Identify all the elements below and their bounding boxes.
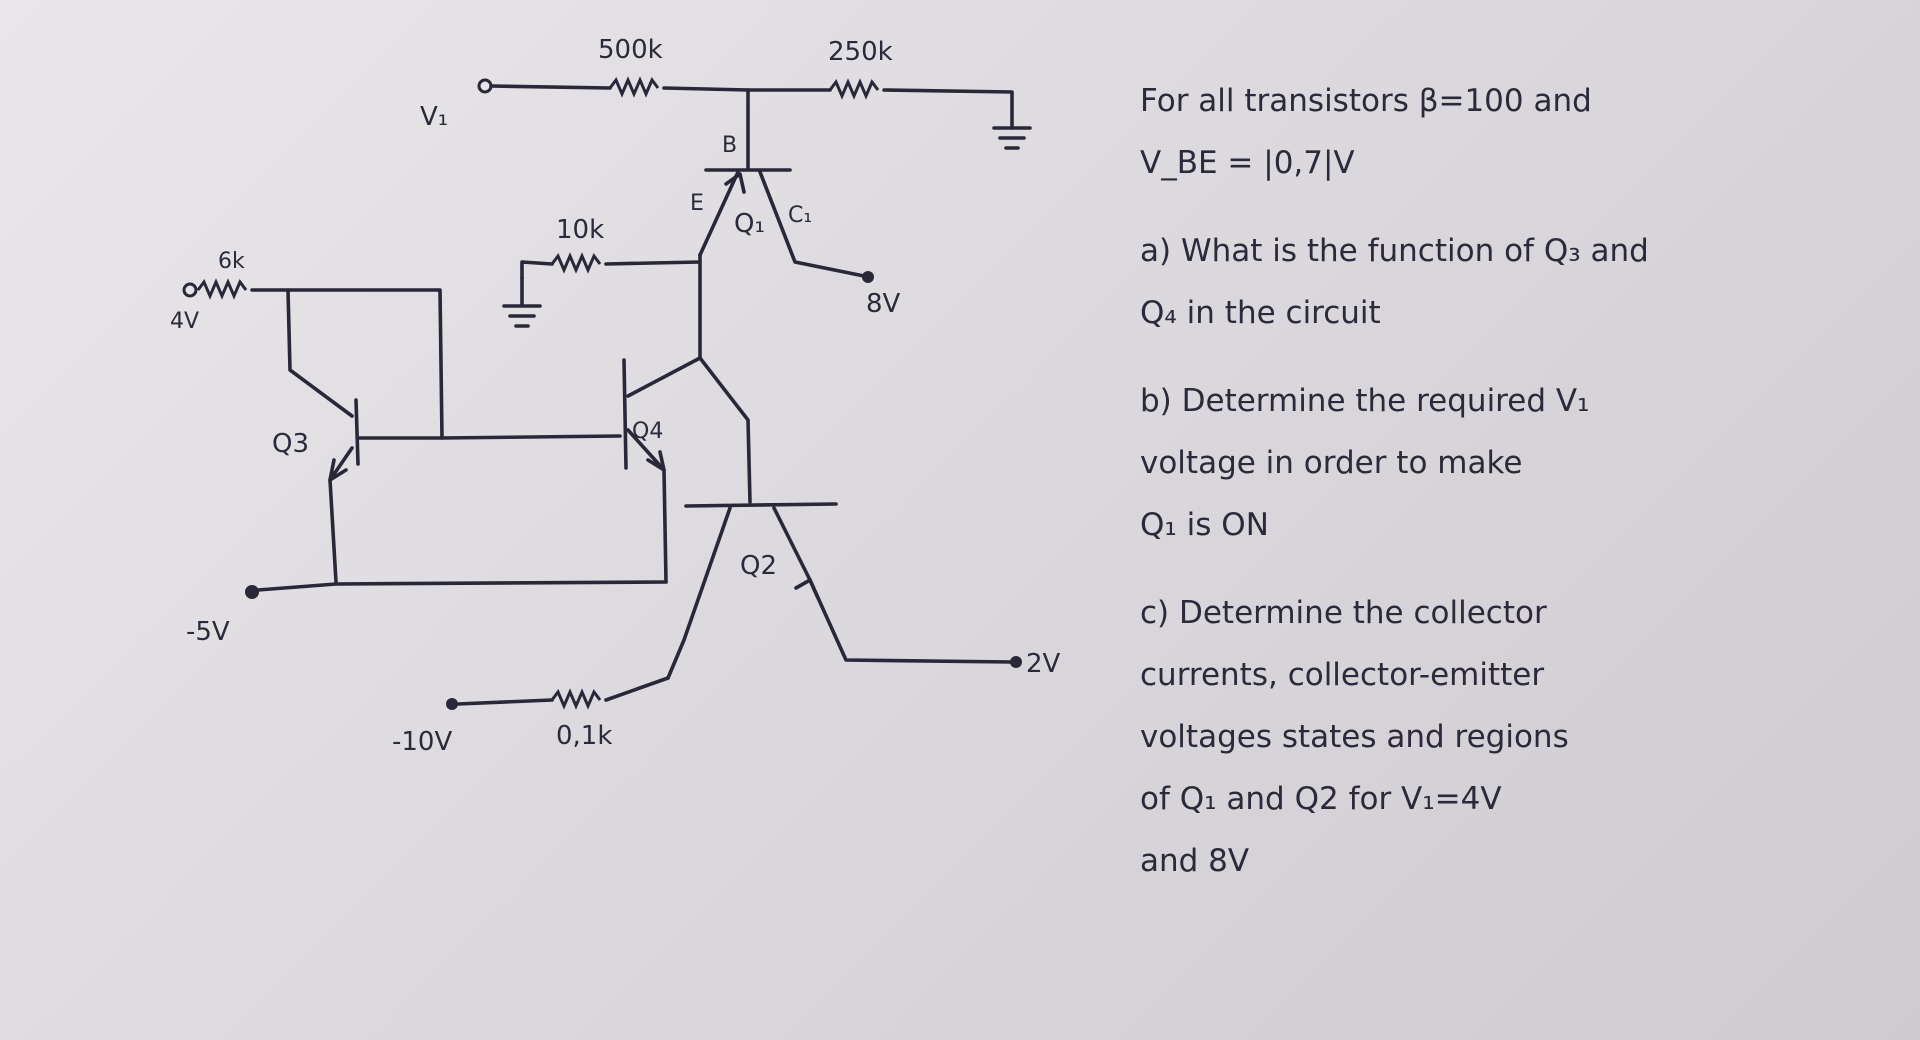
resistor-6k xyxy=(196,278,248,300)
q1-emitter-label: E xyxy=(690,191,704,216)
q4-base-bar xyxy=(622,358,628,470)
wire-minus10-to-01k xyxy=(456,698,554,706)
question-c-line-3: voltages states and regions xyxy=(1140,719,1569,755)
q4-emitter-arrow-icon xyxy=(646,450,666,472)
q2-base-bar xyxy=(684,502,838,508)
q4-collector xyxy=(626,356,702,398)
question-c-line-2: currents, collector-emitter xyxy=(1140,657,1545,693)
resistor-250k-label: 250k xyxy=(828,37,893,67)
wire-250k-to-ground xyxy=(882,88,1014,130)
question-c-line-1: c) Determine the collector xyxy=(1140,595,1547,631)
resistor-500k xyxy=(608,76,660,98)
wire-500k-to-node xyxy=(662,86,750,92)
resistor-01k xyxy=(550,688,602,710)
wire-q3-base xyxy=(356,434,622,440)
vminus10-label: -10V xyxy=(392,727,452,757)
v8-terminal xyxy=(862,271,874,283)
q2-emitter xyxy=(772,506,1014,664)
q1-collector-label: C₁ xyxy=(788,203,812,228)
wire-minus5-rail xyxy=(256,580,668,592)
question-b-line-1: b) Determine the required V₁ xyxy=(1140,383,1590,419)
q1-collector xyxy=(758,170,866,278)
q1-base-label: B xyxy=(722,133,737,158)
q4-label: Q4 xyxy=(632,419,663,444)
wire-v1-to-500k xyxy=(489,84,612,90)
question-a-line-1: a) What is the function of Q₃ and xyxy=(1140,233,1649,269)
resistor-01k-label: 0,1k xyxy=(556,721,612,751)
ground-symbol-10k xyxy=(502,276,542,328)
ground-symbol-top xyxy=(992,126,1032,150)
question-b-line-2: voltage in order to make xyxy=(1140,445,1523,481)
wire-6k-to-q3-collector xyxy=(286,288,354,418)
resistor-500k-label: 500k xyxy=(598,35,663,65)
v8-label: 8V xyxy=(866,289,901,319)
given-line-2: V_BE = |0,7|V xyxy=(1140,145,1355,181)
q3-label: Q3 xyxy=(272,429,309,459)
q2-label: Q2 xyxy=(740,551,777,581)
question-c: c) Determine the collector currents, col… xyxy=(1140,582,1900,892)
q2-emitter-arrow-icon xyxy=(794,578,820,600)
wire-01k-to-q2-collector xyxy=(604,676,670,702)
q3-emitter-arrow-icon xyxy=(328,458,348,482)
q2-collector xyxy=(666,506,732,680)
v4-terminal xyxy=(182,282,198,298)
question-a-line-2: Q₄ in the circuit xyxy=(1140,295,1381,331)
q1-emitter-arrow-icon xyxy=(724,172,746,194)
question-c-line-4: of Q₁ and Q2 for V₁=4V xyxy=(1140,781,1502,817)
given-line-1: For all transistors β=100 and xyxy=(1140,83,1592,119)
vminus10-terminal xyxy=(446,698,458,710)
question-b: b) Determine the required V₁ voltage in … xyxy=(1140,370,1900,556)
vminus5-terminal xyxy=(245,585,259,599)
v1-label: V₁ xyxy=(420,102,448,132)
v4-label: 4V xyxy=(170,309,199,334)
q1-emitter xyxy=(698,170,740,257)
q1-label: Q₁ xyxy=(734,209,765,239)
q3-base-bar xyxy=(354,398,360,466)
wire-10k-to-q1-emitter xyxy=(604,260,702,266)
problem-notes: For all transistors β=100 and V_BE = |0,… xyxy=(1140,70,1900,892)
question-a: a) What is the function of Q₃ and Q₄ in … xyxy=(1140,220,1900,344)
wire-10k-ground xyxy=(520,260,554,280)
question-c-line-5: and 8V xyxy=(1140,843,1250,879)
resistor-250k xyxy=(828,78,880,100)
v2-terminal xyxy=(1010,656,1022,668)
resistor-10k-label: 10k xyxy=(556,215,604,245)
wire-q1-to-q2 xyxy=(698,356,752,504)
question-b-line-3: Q₁ is ON xyxy=(1140,507,1269,543)
resistor-6k-label: 6k xyxy=(218,249,245,274)
v2-label: 2V xyxy=(1026,649,1061,679)
wire-6k-to-right xyxy=(250,288,444,440)
vminus5-label: -5V xyxy=(186,617,230,647)
resistor-10k xyxy=(550,252,602,274)
